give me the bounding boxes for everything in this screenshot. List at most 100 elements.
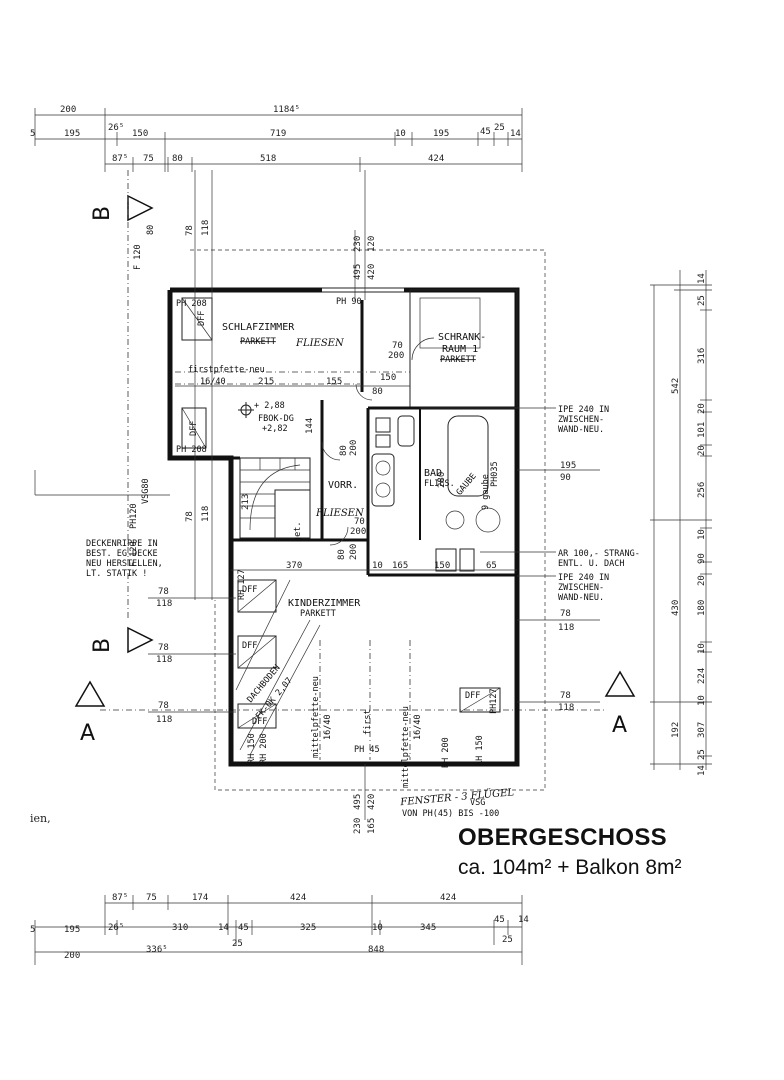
svg-text:A: A [80,721,95,746]
label-gaube2: 9 gaube [481,474,491,510]
svg-text:10: 10 [697,529,707,540]
svg-text:101: 101 [697,422,707,438]
top-dim-518: 518 [260,154,276,164]
svg-text:155: 155 [326,377,342,387]
page-title: OBERGESCHOSS [458,824,667,851]
label-fbok-level2: +2,82 [262,424,288,434]
room-vorraum-hand: FLIESEN [315,508,365,519]
svg-text:310: 310 [172,923,188,933]
label-ipe2b: ZWISCHEN- [558,583,604,593]
top-dim-45: 45 [480,127,491,137]
label-fenster: FENSTER - 3 FLÜGEL [399,786,515,808]
label-ipe2c: WAND-NEU. [558,593,604,603]
room-schrankraum-floor: PARKETT [440,355,476,365]
top-dim-80: 80 [172,154,183,164]
top-dim-195: 195 [64,129,80,139]
roof-windows [181,297,501,729]
svg-text:14: 14 [518,915,529,925]
svg-text:144: 144 [305,418,315,434]
top-dimension-chains: 200 1184⁵ 5 195 26⁵ 150 719 10 195 45 25… [30,105,523,172]
svg-text:200: 200 [350,527,366,537]
label-rh200: RH 200 [259,733,269,764]
label-mittelpfette-1: mittelpfette-neu [311,676,321,758]
svg-text:10: 10 [372,561,383,571]
svg-text:200: 200 [349,440,359,456]
svg-text:14: 14 [218,923,229,933]
svg-text:10: 10 [697,643,707,654]
label-rh150: RH 150 [247,733,257,764]
label-firstpfette-size: 16/40 [200,377,226,387]
svg-text:215: 215 [258,377,274,387]
svg-text:B: B [90,206,115,221]
svg-text:200: 200 [388,351,404,361]
svg-text:10: 10 [372,923,383,933]
top-dim-195b: 195 [433,129,449,139]
room-schlafzimmer-floor: PARKETT [240,337,276,347]
svg-text:316: 316 [697,348,707,364]
svg-text:150: 150 [380,373,396,383]
label-dff-4: DFF [242,641,257,651]
top-dim-1184: 1184⁵ [273,105,300,115]
svg-text:180: 180 [697,600,707,616]
label-ipe1: IPE 240 IN [558,405,609,415]
svg-text:307: 307 [697,722,707,738]
room-schrankraum: SCHRANK- [438,332,486,343]
label-decken-3: NEU HERSTELLEN, [86,559,163,569]
svg-text:495: 495 [353,264,363,280]
label-mp-size-1: 16/40 [323,714,333,740]
svg-text:430: 430 [671,600,681,616]
label-decken-4: LT. STATIK ! [86,569,147,579]
svg-text:118: 118 [156,599,172,609]
label-ph45: PH 45 [354,745,380,755]
bathroom-fixtures [371,415,501,572]
svg-text:25: 25 [697,749,707,760]
svg-text:87⁵: 87⁵ [112,893,128,903]
label-rh127: RH 127 [237,569,247,600]
svg-text:20: 20 [697,445,707,456]
label-get: get. [293,522,303,542]
svg-text:200: 200 [349,544,359,560]
svg-text:90: 90 [697,553,707,564]
label-f120-top: F 120 [133,244,143,270]
svg-text:14: 14 [697,765,707,776]
svg-text:25: 25 [232,939,243,949]
label-80-top: 80 [146,225,156,235]
svg-text:70: 70 [354,517,365,527]
svg-text:26⁵: 26⁵ [108,923,124,933]
label-dff-1: DFF [197,311,207,326]
svg-text:45: 45 [494,915,505,925]
svg-text:213: 213 [241,494,251,510]
page-subtitle: ca. 104m² + Balkon 8m² [458,856,682,879]
label-first: first [363,709,373,735]
svg-text:118: 118 [156,655,172,665]
label-fbok: FBOK-DG [258,414,294,424]
top-dim-25: 25 [494,123,505,133]
room-bad-gaube: GAUBE [455,472,479,498]
label-fbok-level: + 2,88 [254,401,285,411]
label-firstpfette: firstpfette-neu [188,365,265,375]
top-dim-150: 150 [132,129,148,139]
svg-text:230: 230 [353,236,363,252]
label-rh150b: RH 150 [475,735,485,766]
top-dim-10: 10 [395,129,406,139]
section-marker-b-top: B [90,170,154,620]
label-ph035: PH035 [490,461,500,487]
svg-text:420: 420 [367,794,377,810]
room-bad: BAD [424,468,442,479]
room-schrankraum-2: RAUM 1 [442,344,478,355]
label-ph127: PH127 [489,688,499,714]
interior-dimensions: 215 155 150 80 70 200 144 80 200 370 10 … [156,220,576,834]
room-bad-floor: FLIES. [424,479,455,489]
label-ar100: AR 100,- STRANG- [558,549,640,559]
edge-note: ien, [30,812,51,825]
label-dff-2: DFF [189,421,199,436]
label-mittelpfette-2: mittelpfette-neu [401,706,411,788]
label-mp-size-2: 16/40 [413,714,423,740]
svg-text:70: 70 [392,341,403,351]
top-dim-14: 14 [510,129,521,139]
svg-text:78: 78 [158,643,169,653]
label-ph120: PH120 [129,503,139,529]
svg-text:25: 25 [502,935,513,945]
svg-text:256: 256 [697,482,707,498]
